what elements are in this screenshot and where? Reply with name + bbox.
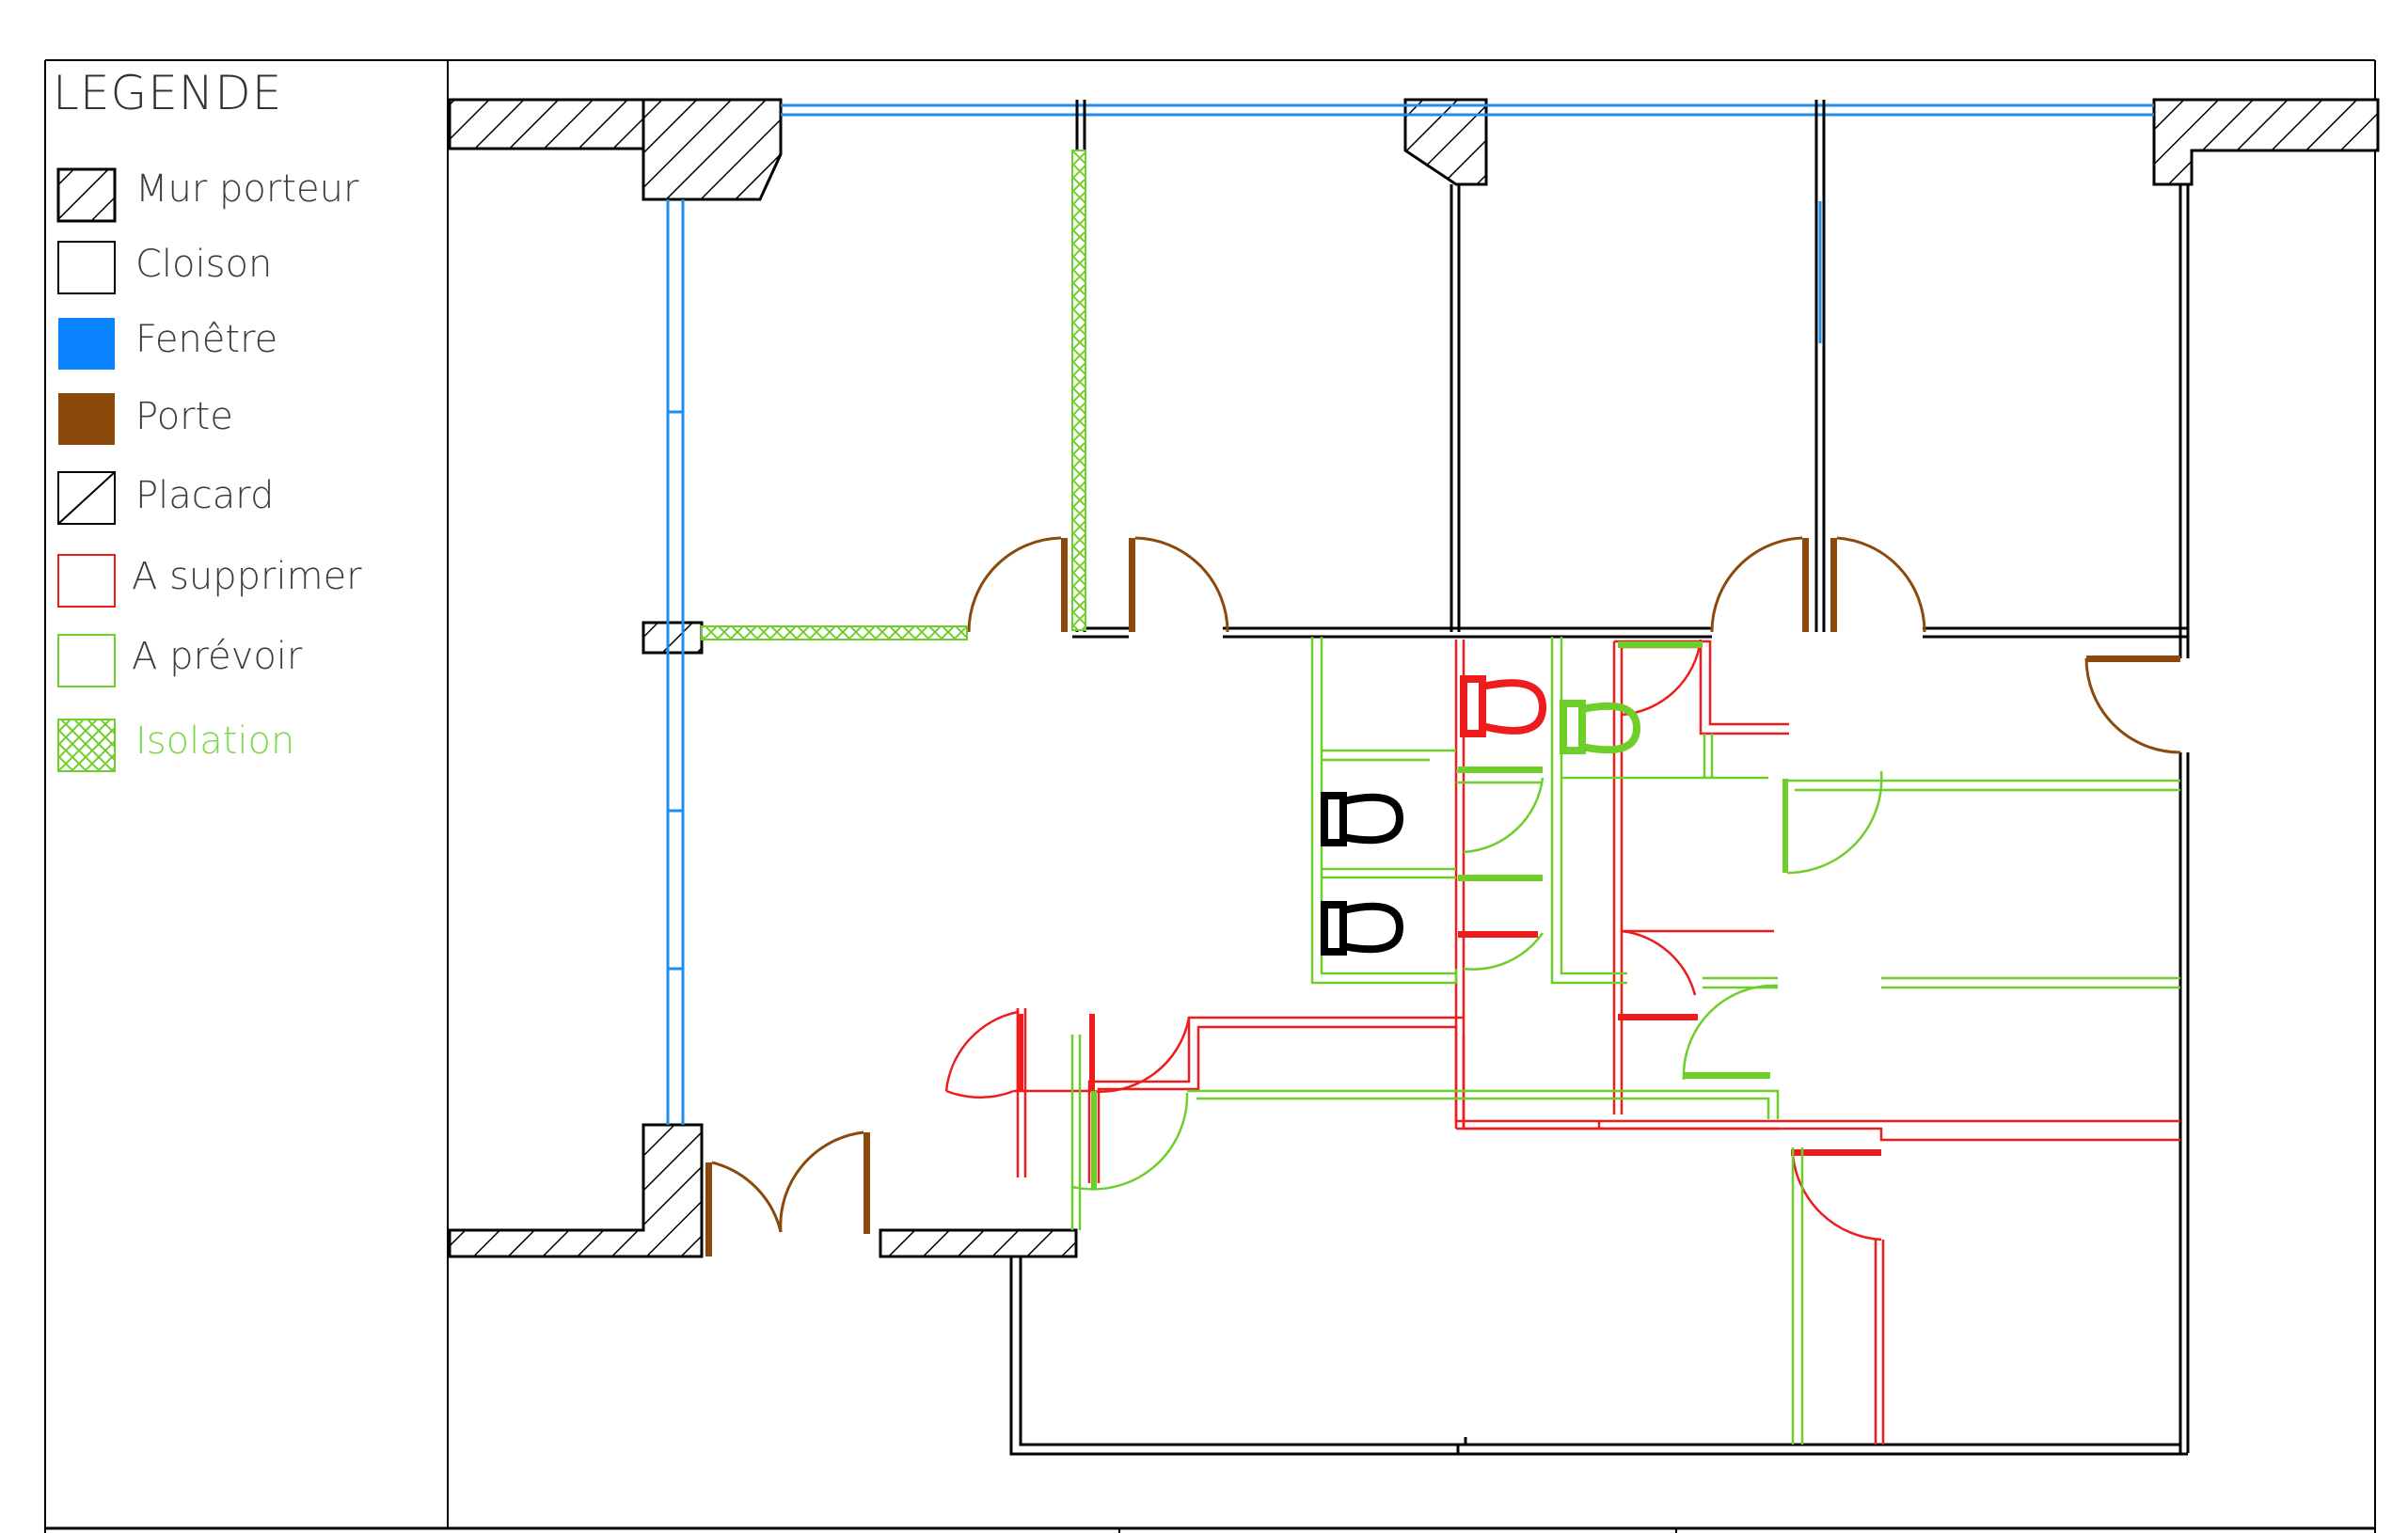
legend-swatches	[56, 167, 117, 772]
swatch-a-prevoir	[57, 634, 116, 687]
swatch-isolation	[57, 719, 116, 772]
toilet-icon	[1321, 675, 1641, 956]
doors	[705, 536, 2181, 1256]
elements-to-add	[1070, 637, 2180, 1445]
legend-label-porte: Porte	[135, 395, 233, 438]
swatch-a-supprimer	[57, 554, 116, 608]
legend-label-a-prevoir: A prévoir	[132, 635, 303, 678]
add-thick-marks	[1091, 641, 1788, 1189]
legend-label-a-supprimer: A supprimer	[132, 555, 362, 598]
swatch-placard	[57, 471, 116, 525]
elements-to-remove	[944, 639, 2180, 1445]
legend-label-isolation: Isolation	[135, 719, 295, 763]
swatch-cloison	[57, 241, 116, 294]
isolation	[701, 150, 1086, 640]
windows	[666, 103, 2154, 1125]
load-bearing-walls	[448, 98, 2380, 1258]
legend-label-mur-porteur: Mur porteur	[135, 167, 359, 211]
legend-label-fenetre: Fenêtre	[135, 318, 278, 361]
legend-title: LEGENDE	[53, 66, 283, 120]
legend-label-placard: Placard	[135, 474, 275, 517]
swatch-fenetre	[58, 318, 115, 370]
sheet-frame	[44, 59, 2376, 1533]
swatch-porte	[58, 393, 115, 445]
remove-thick-marks	[1018, 931, 1881, 1156]
swatch-mur-porteur	[56, 167, 117, 223]
legend-label-cloison: Cloison	[135, 243, 273, 286]
